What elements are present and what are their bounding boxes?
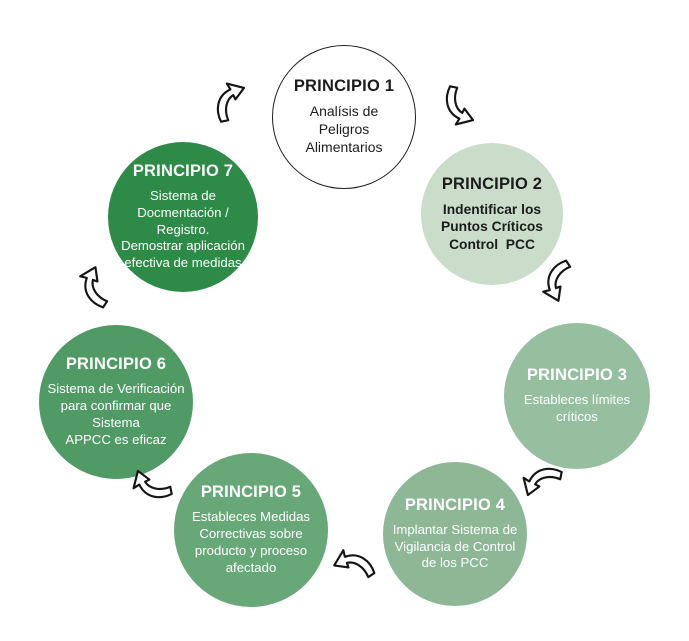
principle-3-title: PRINCIPIO 3	[526, 366, 628, 385]
principle-1-body: Analísis de Peligros Alimentarios	[305, 103, 383, 155]
arrow-principio-3-to-4-icon	[520, 462, 566, 508]
principle-2-title: PRINCIPIO 2	[441, 174, 543, 193]
principle-6-circle: PRINCIPIO 6 Sistema de Verificación para…	[39, 325, 193, 479]
arrow-principio-5-to-6-icon	[130, 458, 176, 504]
principle-7-title: PRINCIPIO 7	[132, 161, 234, 180]
principle-7-circle: PRINCIPIO 7 Sistema de Docmentación / Re…	[108, 142, 258, 292]
principle-1-circle: PRINCIPIO 1 Analísis de Peligros Aliment…	[272, 45, 416, 189]
principle-4-body: Implantar Sistema de Vigilancia de Contr…	[392, 521, 518, 571]
principle-2-body: Indentificar los Puntos Críticos Control…	[441, 201, 543, 252]
principle-6-title: PRINCIPIO 6	[65, 355, 167, 374]
principle-5-title: PRINCIPIO 5	[200, 483, 302, 502]
principle-2-circle: PRINCIPIO 2 Indentificar los Puntos Crít…	[421, 143, 563, 285]
principle-5-circle: PRINCIPIO 5 Estableces Medidas Correctiv…	[174, 453, 328, 607]
principle-7-body: Sistema de Docmentación / Registro. Demo…	[121, 187, 245, 271]
principle-3-body: Estableces límites críticos	[523, 392, 631, 424]
principle-4-title: PRINCIPIO 4	[404, 495, 506, 514]
principle-1-title: PRINCIPIO 1	[293, 77, 395, 96]
arrow-principio-4-to-5-icon	[319, 536, 384, 601]
principle-4-circle: PRINCIPIO 4 Implantar Sistema de Vigilan…	[383, 462, 527, 606]
principle-3-circle: PRINCIPIO 3 Estableces límites críticos	[504, 323, 650, 469]
principle-5-body: Estableces Medidas Correctivas sobre pro…	[191, 509, 311, 575]
principle-6-body: Sistema de Verificación para confirmar q…	[47, 381, 185, 447]
arrow-principio-1-to-2-icon	[440, 82, 486, 128]
arrow-principio-7-to-1-icon	[211, 80, 257, 126]
